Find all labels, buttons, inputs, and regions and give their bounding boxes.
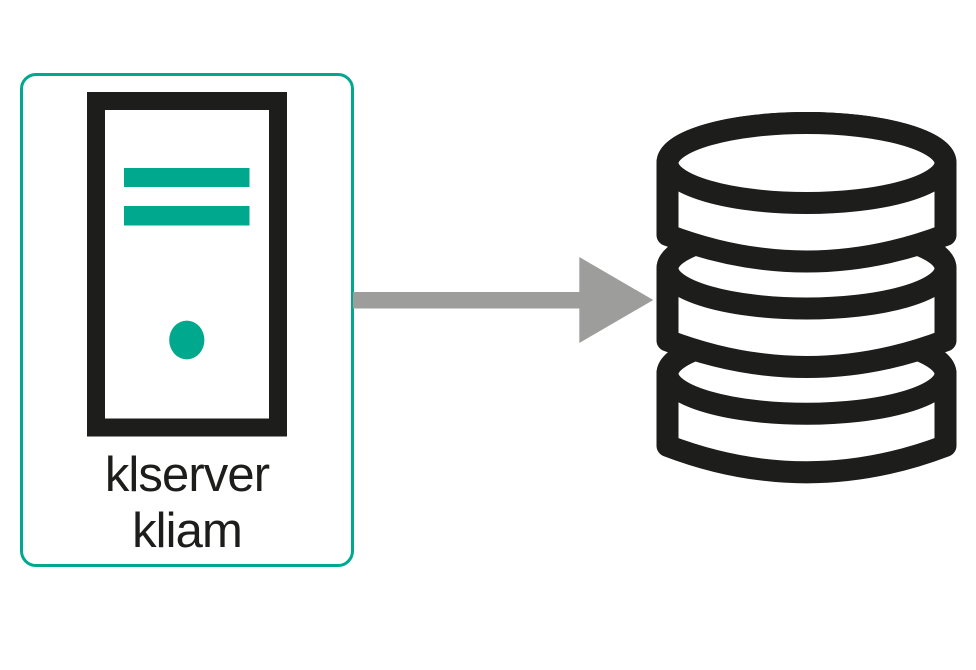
server-slot-bar-bottom — [124, 206, 250, 226]
server-power-dot — [169, 320, 205, 360]
arrow-connector — [353, 257, 654, 343]
database-disk-top — [656, 112, 957, 273]
server-case — [87, 92, 287, 437]
arrow-head — [579, 257, 654, 343]
node-klserver-box — [20, 73, 354, 567]
server-slot-bar-top — [124, 168, 250, 187]
arrow-shaft — [353, 292, 580, 309]
database-icon — [656, 112, 957, 484]
node-label-line1: klserver — [104, 448, 270, 502]
node-label-line2: kliam — [132, 504, 243, 558]
server-tower-icon — [87, 92, 287, 437]
